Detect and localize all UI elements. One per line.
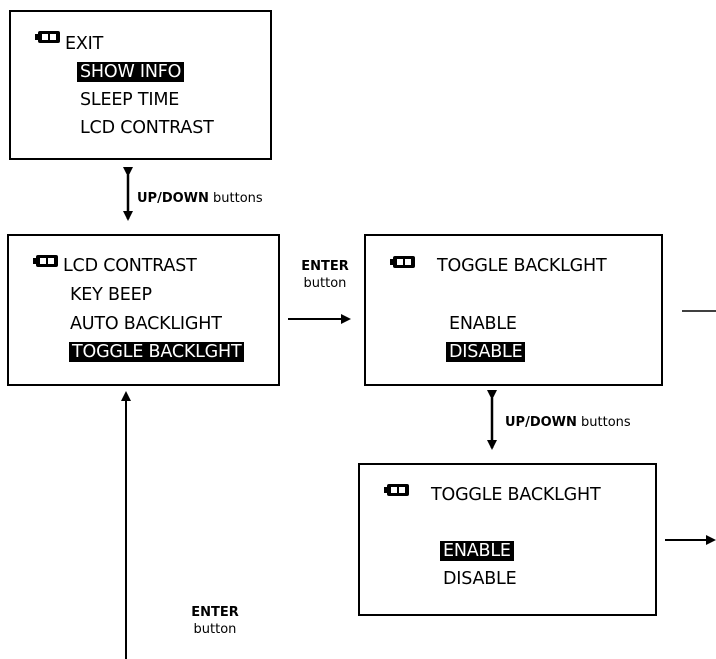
updown-label-2: UP/DOWN buttons <box>505 415 631 430</box>
menu-item-key-beep: KEY BEEP <box>70 285 152 305</box>
lcd-screen-main-menu: EXIT SHOW INFO SLEEP TIME LCD CONTRAST <box>9 10 272 160</box>
screen-title: TOGGLE BACKLGHT <box>431 485 601 505</box>
menu-item-lcd-contrast: LCD CONTRAST <box>80 118 214 138</box>
option-disable: DISABLE <box>446 340 526 364</box>
menu-item-toggle-backlight: TOGGLE BACKLGHT <box>69 340 245 364</box>
menu-item-show-info: SHOW INFO <box>77 60 185 84</box>
lcd-screen-toggle-enable: TOGGLE BACKLGHT ENABLE DISABLE <box>358 463 657 616</box>
updown-label-1: UP/DOWN buttons <box>137 191 263 206</box>
lcd-screen-settings-menu: LCD CONTRAST KEY BEEP AUTO BACKLIGHT TOG… <box>7 234 280 386</box>
battery-icon <box>384 484 409 496</box>
screen-title: TOGGLE BACKLGHT <box>437 256 607 276</box>
option-enable: ENABLE <box>449 314 517 334</box>
option-disable: DISABLE <box>443 569 517 589</box>
menu-item-auto-backlight: AUTO BACKLIGHT <box>70 314 222 334</box>
battery-icon <box>35 31 60 43</box>
menu-item-exit: EXIT <box>65 34 104 54</box>
enter-label-bottom: ENTER button <box>191 605 239 637</box>
enter-label-right: ENTER button <box>301 259 349 291</box>
lcd-screen-toggle-disable: TOGGLE BACKLGHT ENABLE DISABLE <box>364 234 663 386</box>
menu-item-sleep-time: SLEEP TIME <box>80 90 180 110</box>
option-enable: ENABLE <box>440 539 514 563</box>
battery-icon <box>33 255 58 267</box>
battery-icon <box>390 256 415 268</box>
menu-item-lcd-contrast: LCD CONTRAST <box>63 256 197 276</box>
